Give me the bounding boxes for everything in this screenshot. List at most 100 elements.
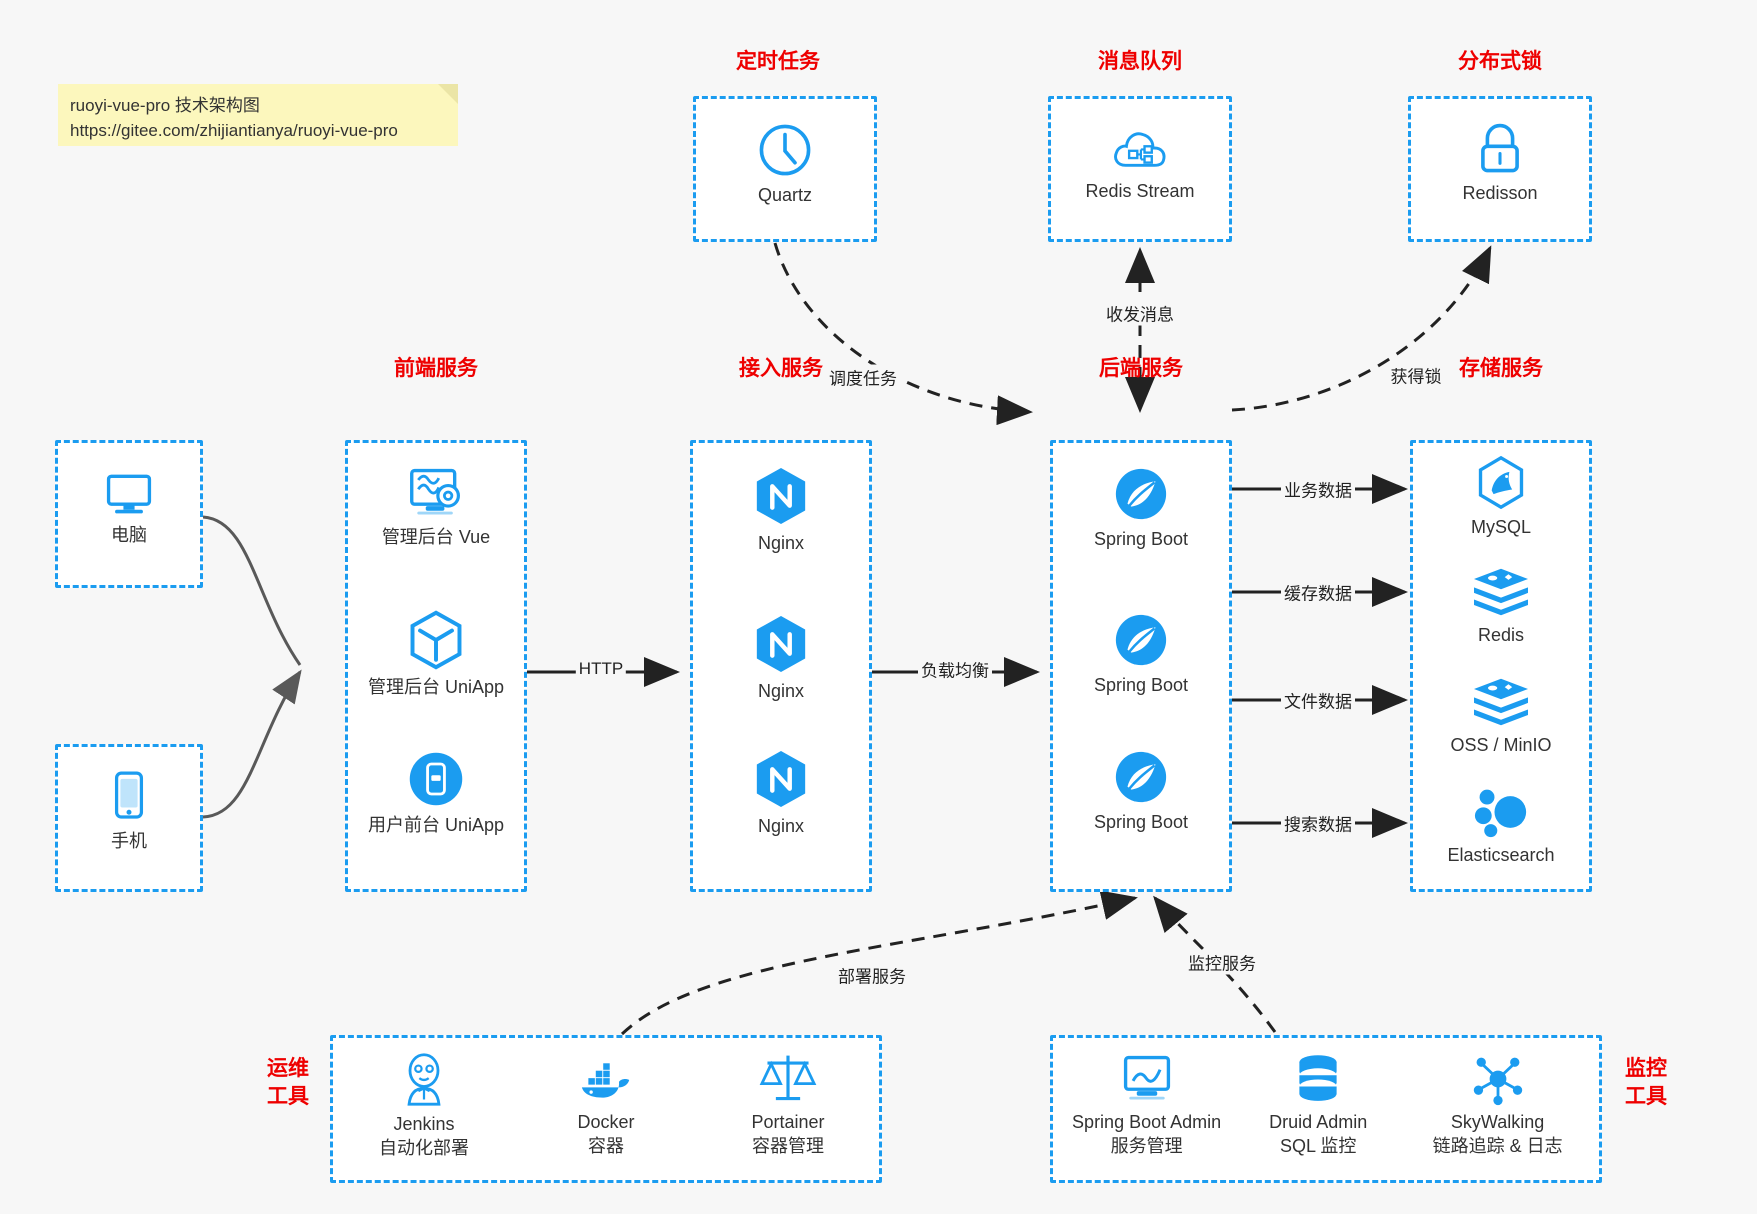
node-label: Spring Boot [1093,675,1189,695]
node-label: Nginx [757,533,805,553]
elasticsearch-icon [1413,785,1589,839]
node-label: Spring Boot Admin [1072,1112,1222,1132]
node-redis-stream[interactable]: Redis Stream [1051,123,1229,203]
note-title: ruoyi-vue-pro 技术架构图 [70,96,260,115]
group-message-queue[interactable]: Redis Stream [1048,96,1232,242]
group-scheduled-task[interactable]: Quartz [693,96,877,242]
group-monitoring[interactable]: Spring Boot Admin 服务管理 Druid Admin [1050,1035,1602,1183]
cloud-network-icon [1051,123,1229,175]
spring-leaf-icon [1053,611,1229,669]
monitoring-title-line1: 监控 [1625,1057,1667,1080]
node-mysql[interactable]: MySQL [1413,455,1589,539]
node-elasticsearch[interactable]: Elasticsearch [1413,785,1589,867]
jenkins-butler-icon [333,1050,515,1108]
node-druid-admin[interactable]: Druid Admin SQL 监控 [1240,1038,1396,1180]
note-url: https://gitee.com/zhijiantianya/ruoyi-vu… [70,121,398,141]
docker-whale-icon [515,1054,697,1106]
node-admin-vue[interactable]: 管理后台 Vue [348,465,524,549]
nginx-icon [693,465,869,527]
edge-label-search-data: 搜索数据 [1281,810,1355,836]
group-title-monitoring: 监控 工具 [1616,1055,1676,1112]
node-admin-uniapp[interactable]: 管理后台 UniApp [348,609,524,699]
node-docker[interactable]: Docker 容器 [515,1038,697,1180]
node-user-uniapp[interactable]: 用户前台 UniApp [348,749,524,837]
node-label: 手机 [111,831,147,851]
group-client-pc[interactable]: 电脑 [55,440,203,588]
portainer-scale-icon [697,1050,879,1106]
edge-label-send-receive-message: 收发消息 [1103,300,1177,326]
node-label: Quartz [757,185,813,205]
node-sublabel: 服务管理 [1110,1136,1183,1157]
node-label: OSS / MinIO [1450,735,1552,755]
edge-label-acquire-lock: 获得锁 [1387,362,1445,388]
group-title-gateway: 接入服务 [739,357,823,380]
node-label: Druid Admin [1269,1112,1368,1132]
title-note: ruoyi-vue-pro 技术架构图 https://gitee.com/zh… [58,84,458,146]
spring-leaf-icon [1053,748,1229,806]
database-icon [1240,1052,1396,1106]
edge-label-deploy-service: 部署服务 [835,962,909,988]
node-label: 用户前台 UniApp [367,815,505,835]
node-spring-boot-2[interactable]: Spring Boot [1053,611,1229,697]
node-redis[interactable]: Redis [1413,565,1589,647]
group-title-scheduled-task: 定时任务 [736,50,820,73]
node-pc[interactable]: 电脑 [58,467,200,547]
node-label: Spring Boot [1093,812,1189,832]
node-label: Portainer [751,1112,825,1132]
group-distributed-lock[interactable]: Redisson [1408,96,1592,242]
edge-label-business-data: 业务数据 [1281,476,1355,502]
edge-label-cache-data: 缓存数据 [1281,579,1355,605]
redis-stack-icon [1413,565,1589,619]
phone-icon [58,769,200,825]
group-backend[interactable]: Spring Boot Spring Boot Spring Boot [1050,440,1232,892]
monitoring-title-line2: 工具 [1625,1085,1667,1109]
node-label: Nginx [757,681,805,701]
group-gateway[interactable]: Nginx Nginx Nginx [690,440,872,892]
group-title-backend: 后端服务 [1099,357,1183,380]
group-frontend[interactable]: 管理后台 Vue 管理后台 UniApp 用户前台 UniApp [345,440,527,892]
node-spring-boot-3[interactable]: Spring Boot [1053,748,1229,834]
node-nginx-2[interactable]: Nginx [693,613,869,703]
spring-leaf-icon [1053,465,1229,523]
edge-label-http: HTTP [575,659,627,679]
node-label: Redisson [1462,183,1538,203]
node-spring-boot-1[interactable]: Spring Boot [1053,465,1229,551]
node-spring-boot-admin[interactable]: Spring Boot Admin 服务管理 [1053,1038,1240,1180]
monitor-chart-icon [1053,1052,1240,1106]
node-label: Elasticsearch [1447,845,1555,865]
node-label: Redis Stream [1085,181,1195,201]
node-quartz[interactable]: Quartz [696,121,874,207]
node-oss-minio[interactable]: OSS / MinIO [1413,675,1589,757]
node-label: MySQL [1470,517,1531,537]
skywalking-icon [1396,1052,1599,1106]
node-sublabel: 自动化部署 [379,1138,469,1159]
node-label: Docker [577,1112,635,1132]
node-sublabel: 容器管理 [752,1136,824,1157]
edge-label-schedule-task: 调度任务 [826,364,900,390]
group-title-storage: 存储服务 [1459,357,1543,380]
node-jenkins[interactable]: Jenkins 自动化部署 [333,1038,515,1180]
note-fold-icon [438,84,458,104]
node-nginx-1[interactable]: Nginx [693,465,869,555]
node-label: Redis [1477,625,1525,645]
node-label: 管理后台 UniApp [367,677,505,697]
group-client-mobile[interactable]: 手机 [55,744,203,892]
group-storage[interactable]: MySQL Redis [1410,440,1592,892]
node-skywalking[interactable]: SkyWalking 链路追踪 & 日志 [1396,1038,1599,1180]
redis-stack-icon [1413,675,1589,729]
node-mobile[interactable]: 手机 [58,769,200,853]
node-label: 电脑 [111,525,147,545]
node-sublabel: 链路追踪 & 日志 [1432,1136,1563,1157]
group-devops[interactable]: Jenkins 自动化部署 Do [330,1035,882,1183]
group-title-distributed-lock: 分布式锁 [1458,50,1542,73]
node-nginx-3[interactable]: Nginx [693,748,869,838]
node-redisson[interactable]: Redisson [1411,121,1589,205]
edge-label-file-data: 文件数据 [1281,687,1355,713]
node-label: Nginx [757,816,805,836]
node-label: SkyWalking [1450,1112,1545,1132]
devops-title-line1: 运维 [267,1057,309,1080]
node-portainer[interactable]: Portainer 容器管理 [697,1038,879,1180]
mysql-dolphin-icon [1413,455,1589,511]
node-label: Jenkins [393,1114,455,1134]
